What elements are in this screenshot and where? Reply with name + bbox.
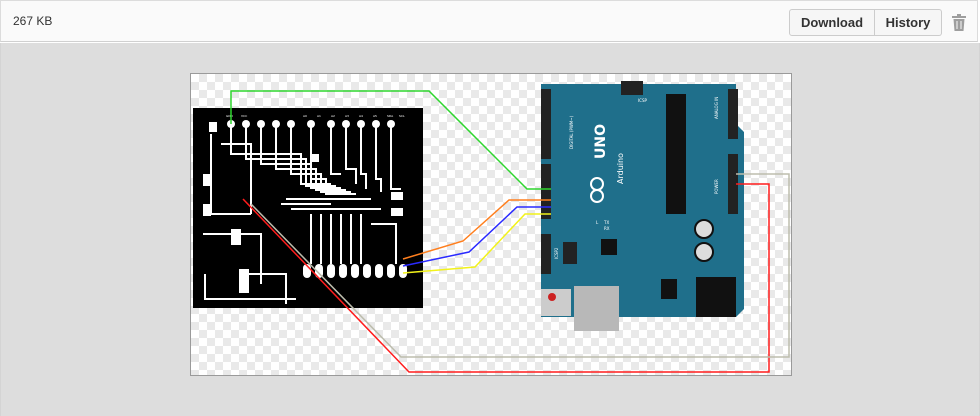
file-size: 267 KB — [13, 14, 53, 28]
circuit-image: GND VCC A0 A1 A2 A3 A4 A5 SDA SCL — [190, 73, 792, 376]
wire-blue — [402, 206, 551, 267]
file-header: 267 KB Download History — [0, 0, 978, 42]
file-actions: Download History — [789, 9, 942, 36]
svg-text:DIGITAL (PWM~): DIGITAL (PWM~) — [569, 115, 574, 149]
wire-yellow — [402, 213, 551, 274]
download-button[interactable]: Download — [789, 9, 875, 36]
arduino-uno-board: UNO Arduino DIGITAL (PWM~) POWER ANALOG … — [541, 81, 744, 331]
svg-text:VCC: VCC — [241, 114, 247, 118]
svg-text:A3: A3 — [345, 114, 349, 118]
arduino-logo — [590, 177, 604, 203]
svg-text:A2: A2 — [331, 114, 335, 118]
svg-text:A5: A5 — [373, 114, 377, 118]
wire-green — [230, 90, 551, 190]
pcb-bottom-pads — [303, 264, 407, 278]
trash-icon[interactable] — [952, 14, 966, 31]
wires — [230, 90, 790, 373]
svg-text:POWER: POWER — [714, 179, 719, 194]
svg-text:A1: A1 — [317, 114, 321, 118]
svg-text:RX: RX — [604, 226, 610, 231]
svg-text:L: L — [596, 220, 599, 225]
svg-text:GND: GND — [226, 114, 234, 118]
icsp-label: ICSP — [638, 98, 648, 103]
svg-text:A4: A4 — [359, 114, 363, 118]
svg-text:A0: A0 — [303, 114, 307, 118]
wire-red — [242, 183, 770, 373]
analog-in-label: ANALOG IN — [714, 97, 719, 119]
svg-text:ICSP2: ICSP2 — [554, 247, 559, 259]
wire-orange — [402, 199, 551, 260]
arduino-brand: Arduino — [616, 153, 625, 184]
history-button[interactable]: History — [875, 9, 942, 36]
pcb-labels: GND VCC A0 A1 A2 A3 A4 A5 SDA SCL — [226, 114, 405, 118]
circuit-diagram: GND VCC A0 A1 A2 A3 A4 A5 SDA SCL — [193, 81, 790, 373]
svg-text:SCL: SCL — [399, 114, 405, 118]
arduino-board-name: UNO — [593, 124, 609, 159]
pcb-traces — [203, 124, 401, 304]
pcb-top-pads — [203, 120, 403, 293]
svg-text:TX: TX — [603, 220, 609, 225]
wire-grey — [250, 173, 790, 358]
svg-text:SDA: SDA — [387, 114, 394, 118]
